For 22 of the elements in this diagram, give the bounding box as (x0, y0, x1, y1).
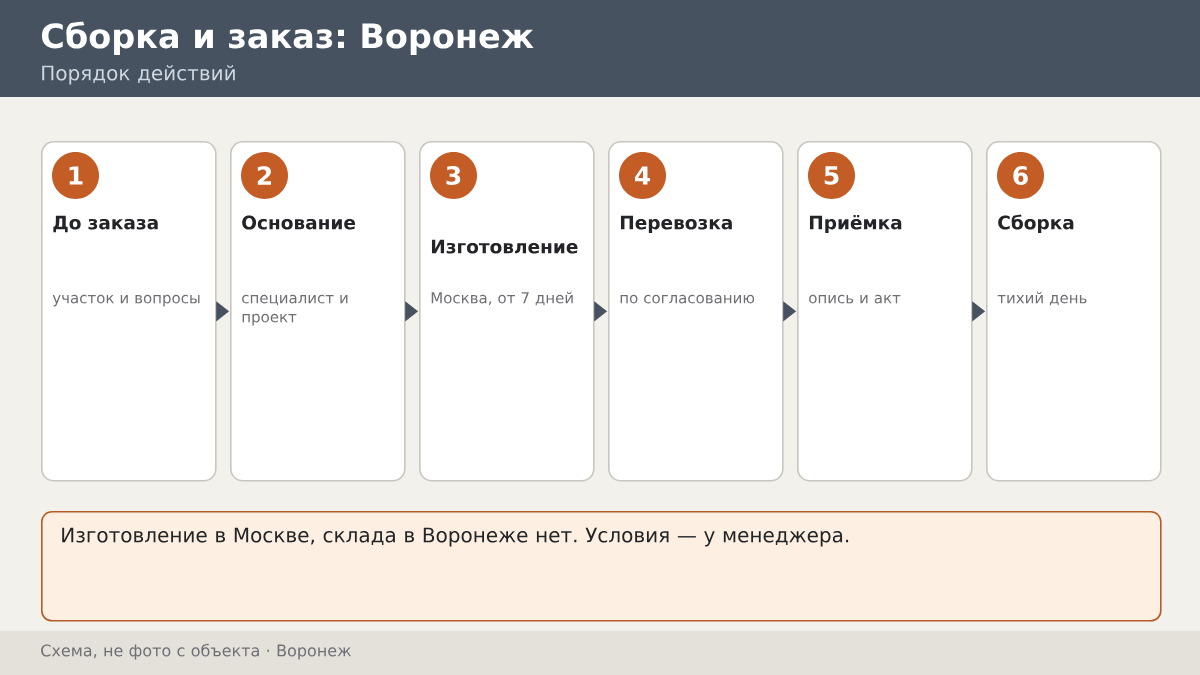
title: Сборка и заказ: Воронеж (41, 21, 534, 55)
card-title: Изготовление (431, 239, 578, 254)
step-number: 4 (619, 152, 666, 199)
footer-text: Схема, не фото с объекта · Воронеж (41, 643, 351, 660)
card-text: по согласованию (620, 294, 755, 304)
card-title: Основание (242, 215, 356, 230)
step-number: 1 (52, 152, 99, 199)
card-text: тихий день (997, 291, 1087, 306)
card-title: Сборка (998, 214, 1074, 234)
card-title: Приёмка (809, 214, 902, 234)
note-box: Изготовление в Москве, склада в Воронеже нет. Условия — у менеджера. (41, 511, 1162, 622)
step-number: 5 (808, 152, 855, 199)
step-number: 3 (430, 152, 477, 199)
card-text: специалист и проект (242, 294, 348, 326)
card-title: До заказа (53, 215, 158, 233)
card-text: Москва, от 7 дней (431, 291, 573, 306)
card-title: Перевозка (620, 215, 732, 234)
step-number: 6 (997, 152, 1044, 199)
card-text: участок и вопросы (52, 294, 200, 307)
step-number: 2 (241, 152, 288, 199)
card-text: опись и акт (809, 294, 901, 304)
subtitle: Порядок действий (42, 65, 235, 85)
